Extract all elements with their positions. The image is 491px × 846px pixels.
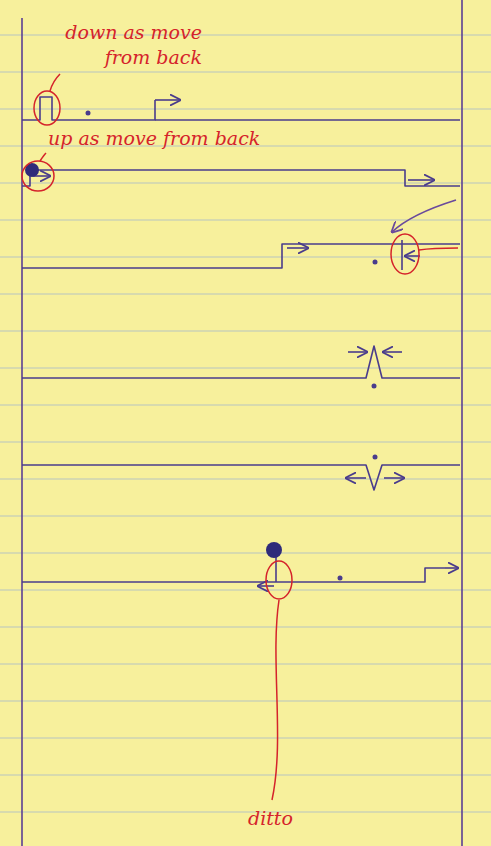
ruled-line <box>0 442 491 443</box>
ruled-line <box>0 294 491 295</box>
ruled-line <box>0 405 491 406</box>
ruled-line <box>0 775 491 776</box>
ruled-line <box>0 109 491 110</box>
ruled-line <box>0 72 491 73</box>
ruled-line <box>0 738 491 739</box>
red-annotations <box>22 74 458 800</box>
ruled-line <box>0 812 491 813</box>
ruled-line <box>0 590 491 591</box>
ruled-line <box>0 627 491 628</box>
ruled-line <box>0 479 491 480</box>
ruled-line <box>0 701 491 702</box>
wave-sketches <box>22 97 460 586</box>
handwritten-note: ditto <box>248 806 328 831</box>
handwritten-note: up as move from back <box>48 126 288 151</box>
ruled-line <box>0 516 491 517</box>
ruled-line <box>0 183 491 184</box>
ruled-line <box>0 257 491 258</box>
handwritten-note: down as move from back <box>60 20 202 70</box>
ruled-line <box>0 553 491 554</box>
ruled-line <box>0 368 491 369</box>
dots <box>25 111 378 581</box>
ruled-line <box>0 220 491 221</box>
margin-lines <box>22 0 462 846</box>
ruled-line <box>0 664 491 665</box>
ruled-line <box>0 331 491 332</box>
ruled-lines <box>0 35 491 812</box>
